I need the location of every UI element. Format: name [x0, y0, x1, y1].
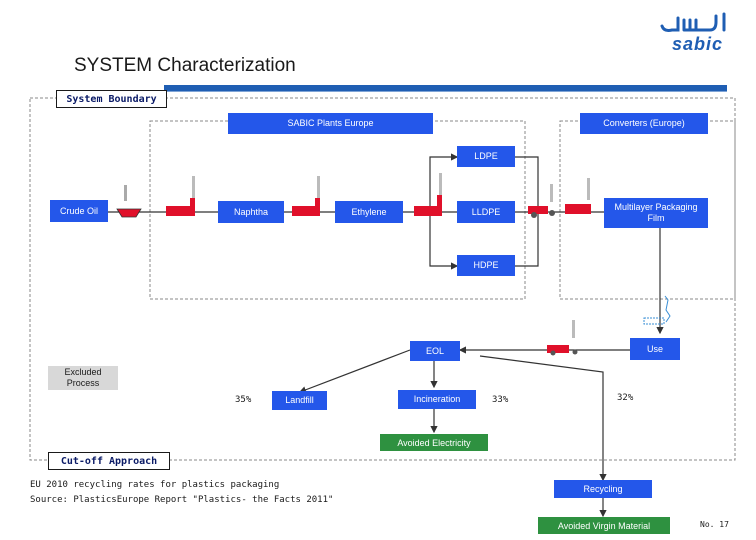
recycling-percentage: 32% — [617, 393, 634, 403]
system-boundary-frame — [29, 97, 736, 461]
sabic-arabic-logo-icon — [660, 12, 726, 32]
converter-1-icon — [528, 184, 555, 218]
page-number: No. 17 — [700, 520, 729, 529]
page-title: SYSTEM Characterization — [74, 55, 296, 76]
sabic-plants-box: SABIC Plants Europe — [228, 113, 433, 134]
factory-2-icon — [292, 176, 320, 216]
hdpe-box: HDPE — [457, 255, 515, 276]
use-vehicle-icon — [547, 320, 578, 356]
title-underline-thin — [164, 91, 727, 92]
lldpe-box: LLDPE — [457, 201, 515, 223]
converter-2-icon — [565, 178, 591, 214]
converters-box: Converters (Europe) — [580, 113, 708, 134]
sabic-logo: sabic — [658, 12, 730, 54]
factory-1-icon — [166, 176, 195, 216]
packaging-icon — [643, 295, 671, 325]
title-underline — [164, 85, 727, 91]
cutoff-approach-tag: Cut-off Approach — [48, 452, 170, 470]
ldpe-box: LDPE — [457, 146, 515, 167]
factory-3-icon — [414, 173, 442, 216]
ldpe-merge — [515, 156, 539, 212]
eol-to-landfill-line — [298, 349, 411, 394]
avoided-virgin-material-box: Avoided Virgin Material — [538, 517, 670, 534]
system-boundary-tag: System Boundary — [56, 90, 167, 108]
incineration-percentage: 33% — [492, 395, 509, 405]
eol-box: EOL — [410, 341, 460, 361]
incineration-box: Incineration — [398, 390, 476, 409]
eol-to-recycling-line — [479, 355, 607, 482]
logo-word: sabic — [672, 34, 724, 54]
avoided-electricity-box: Avoided Electricity — [380, 434, 488, 451]
landfill-percentage: 35% — [235, 395, 252, 405]
crude-oil-box: Crude Oil — [50, 200, 108, 222]
ethylene-box: Ethylene — [335, 201, 403, 223]
crude-oil-ship-icon — [116, 185, 142, 218]
landfill-box: Landfill — [272, 391, 327, 410]
hdpe-merge — [515, 212, 539, 267]
use-box: Use — [630, 338, 680, 360]
source-note: Source: PlasticsEurope Report "Plastics-… — [30, 495, 334, 505]
excluded-process-box: Excluded Process — [48, 366, 118, 390]
recycling-box: Recycling — [554, 480, 652, 498]
eu-rates-note: EU 2010 recycling rates for plastics pac… — [30, 480, 280, 490]
ldpe-branch — [429, 153, 459, 212]
naphtha-box: Naphtha — [218, 201, 284, 223]
multilayer-film-box: Multilayer Packaging Film — [604, 198, 708, 228]
hdpe-branch — [429, 212, 459, 270]
